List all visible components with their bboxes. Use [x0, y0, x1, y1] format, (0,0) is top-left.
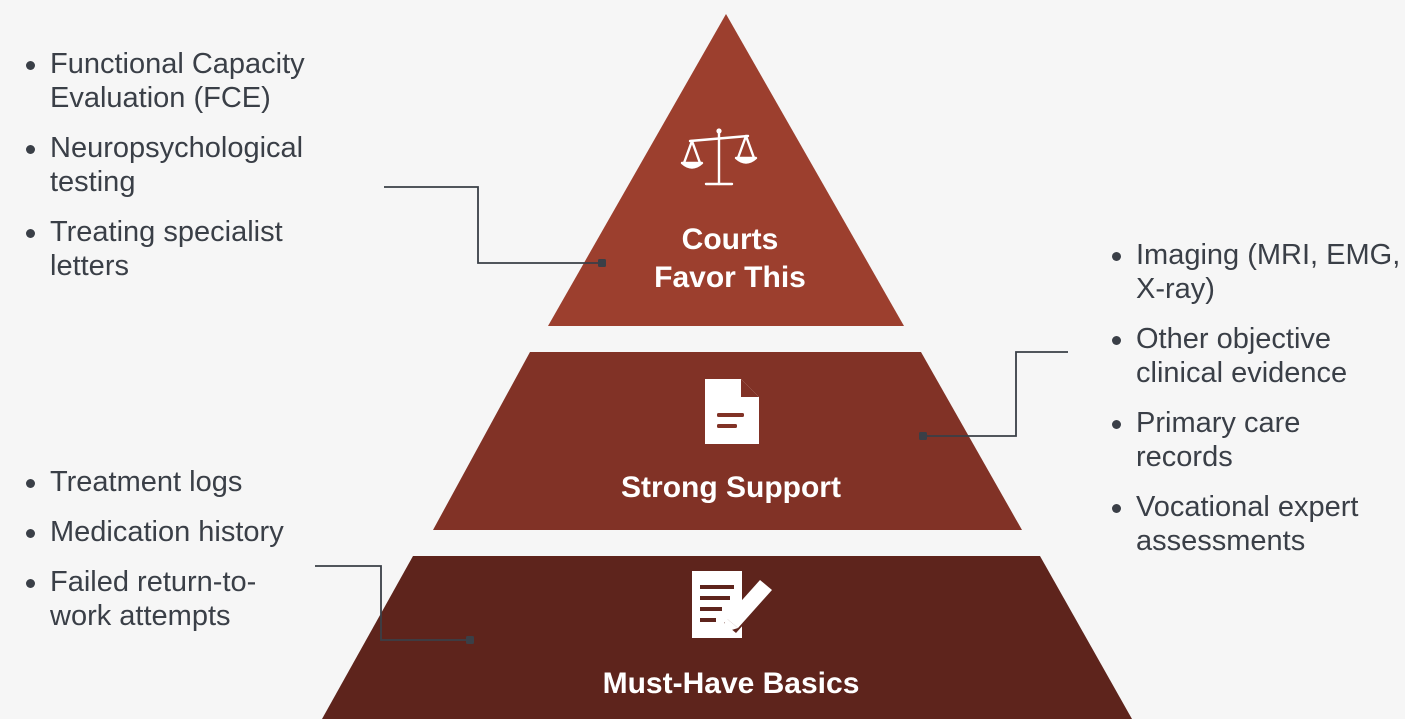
connector-endpoints: [466, 259, 927, 644]
connector-lines: [315, 186, 1068, 641]
list-item: Neuropsychological testing: [24, 131, 364, 199]
tier-bottom-label: Must-Have Basics: [603, 667, 860, 700]
edit-document-icon: [692, 571, 772, 638]
tier-middle-label: Strong Support: [621, 471, 841, 504]
connector-top-endpoint: [598, 259, 606, 267]
list-item: Other objective clinical evidence: [1110, 322, 1405, 390]
list-item: Imaging (MRI, EMG, X-ray): [1110, 238, 1405, 306]
scales-of-justice-icon: [680, 128, 758, 186]
connector-middle-endpoint: [919, 432, 927, 440]
connector-top: [384, 186, 602, 264]
connector-middle: [923, 351, 1068, 437]
list-item: Functional Capacity Evaluation (FCE): [24, 47, 364, 115]
bottom-tier-evidence-list: Treatment logs Medication history Failed…: [24, 465, 314, 649]
top-tier-evidence-list: Functional Capacity Evaluation (FCE) Neu…: [24, 47, 364, 299]
document-icon: [705, 379, 759, 444]
list-item: Treating specialist letters: [24, 215, 364, 283]
list-item: Vocational expert assessments: [1110, 490, 1405, 558]
tier-top-label-line2: Favor This: [654, 261, 806, 294]
pyramid-tier-top: [548, 14, 904, 326]
list-item: Treatment logs: [24, 465, 314, 499]
connector-bottom-endpoint: [466, 636, 474, 644]
list-item: Medication history: [24, 515, 314, 549]
tier-top-label-line1: Courts: [682, 223, 779, 256]
connector-bottom: [315, 565, 470, 641]
middle-tier-evidence-list: Imaging (MRI, EMG, X-ray) Other objectiv…: [1110, 238, 1405, 574]
list-item: Failed return-to-work attempts: [24, 565, 314, 633]
list-item: Primary care records: [1110, 406, 1405, 474]
